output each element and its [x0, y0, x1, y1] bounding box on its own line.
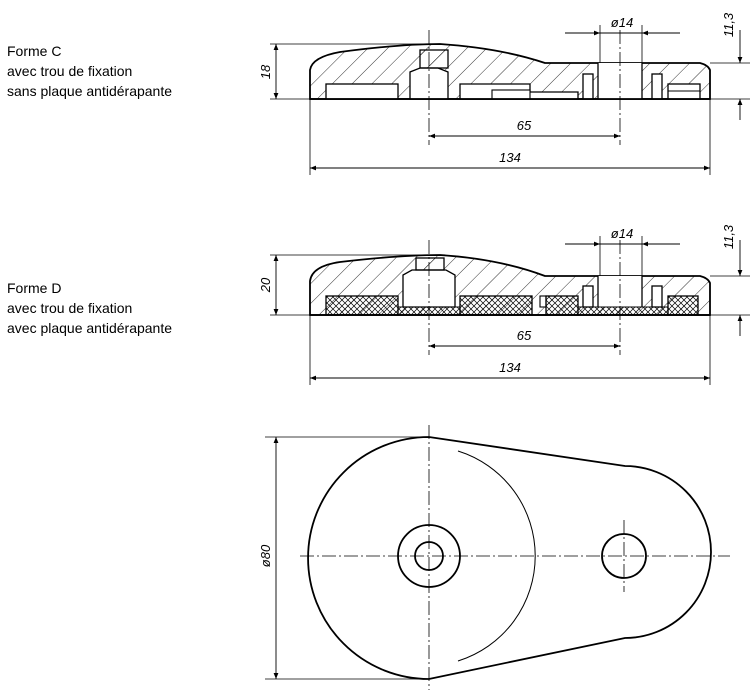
forme-d-line2: avec plaque antidérapante [7, 320, 173, 336]
forme-c-hole-spacing-dim: 65 [517, 118, 532, 133]
forme-c-bore-dim: ø14 [611, 15, 633, 30]
forme-d-height-dim: 20 [258, 277, 273, 293]
forme-d-line1: avec trou de fixation [7, 300, 133, 316]
forme-d-label: Forme D avec trou de fixation avec plaqu… [7, 278, 172, 338]
forme-d-bore-dim: ø14 [611, 226, 633, 241]
forme-d-length-dim: 134 [499, 360, 521, 375]
forme-c-section: 18 ø14 11,3 65 134 [258, 12, 750, 175]
forme-c-height-dim: 18 [258, 64, 273, 79]
forme-d-section: 20 ø14 11,3 65 134 [258, 224, 750, 385]
forme-c-title: Forme C [7, 43, 62, 59]
forme-c-top-offset-dim: 11,3 [721, 12, 736, 37]
forme-d-hole-spacing-dim: 65 [517, 328, 532, 343]
plan-view-outline [307, 436, 712, 680]
forme-c-line2: sans plaque antidérapante [7, 83, 173, 99]
plan-view-diameter-dim: ø80 [258, 544, 273, 567]
forme-c-line1: avec trou de fixation [7, 63, 133, 79]
forme-c-length-dim: 134 [499, 150, 521, 165]
forme-d-title: Forme D [7, 280, 62, 296]
forme-d-top-offset-dim: 11,3 [721, 224, 736, 249]
plan-view-inner-arc [457, 450, 536, 662]
plan-view: ø80 [258, 425, 730, 690]
forme-c-label: Forme C avec trou de fixation sans plaqu… [7, 41, 172, 101]
